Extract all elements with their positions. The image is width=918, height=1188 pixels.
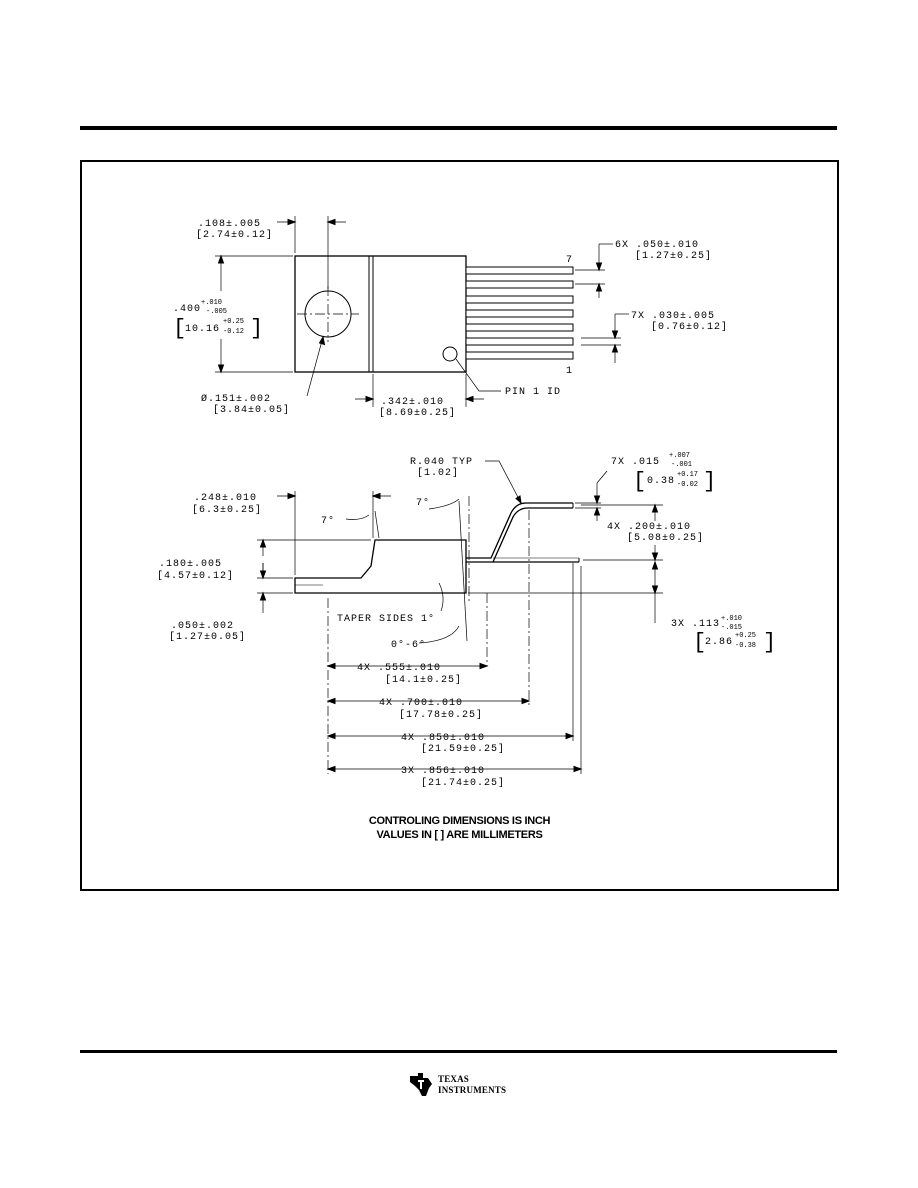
dim-400-mm-close-bracket: ] (250, 316, 264, 341)
dim-113-plus-label: +.010 (721, 615, 742, 623)
dim-thickness-mm-close-bracket: ] (703, 469, 717, 494)
taper-label: TAPER SIDES 1° (337, 613, 435, 625)
dim-108-label: .108±.005 (198, 219, 261, 230)
dim-555-mm-label: [14.1±0.25] (385, 674, 462, 686)
dim-400-mm-label: 10.16 (185, 324, 220, 335)
package-drawing: .108±.005 [2.74±0.12] .400 +.010 -.005 [… (157, 216, 777, 789)
drawing-frame: .108±.005 [2.74±0.12] .400 +.010 -.005 [… (80, 160, 839, 891)
note-millimeters: VALUES IN [ ] ARE MILLIMETERS (376, 829, 543, 841)
dim-thickness-mm-open-bracket: [ (633, 469, 647, 494)
dim-113-mm-close-bracket: ] (763, 630, 777, 655)
pin1-id-circle (442, 346, 458, 362)
dim-700-label: 4X .700±.010 (379, 698, 463, 709)
dim-856-mm-label: [21.74±0.25] (421, 777, 505, 789)
dim-lead-width-label: 7X .030±.005 (631, 311, 715, 322)
dim-850-label: 4X .850±.010 (401, 733, 485, 744)
dim-050-label: .050±.002 (171, 621, 234, 632)
dim-400-mm-minus-label: -0.12 (223, 328, 244, 336)
texas-instruments-logo: TEXAS INSTRUMENTS (408, 1070, 520, 1100)
logo-line-texas: TEXAS (438, 1074, 470, 1084)
leads (465, 266, 574, 360)
dim-113-mm-label: 2.86 (705, 637, 733, 648)
dim-200-mm-label: [5.08±0.25] (627, 532, 704, 544)
dim-pitch-label: 6X .050±.010 (615, 240, 699, 251)
dim-180-label: .180±.005 (159, 559, 222, 570)
dim-hole-label: Ø.151±.002 (201, 393, 271, 405)
dim-thickness-mm-minus-label: -0.02 (677, 481, 698, 489)
dim-248-mm-label: [6.3±0.25] (192, 504, 262, 516)
top-view (215, 216, 629, 407)
note-controlling-dimensions: CONTROLING DIMENSIONS IS INCH (368, 815, 551, 827)
dim-050-mm-label: [1.27±0.05] (169, 631, 246, 643)
dim-850-mm-label: [21.59±0.25] (421, 743, 505, 755)
logo-line-instruments: INSTRUMENTS (438, 1085, 507, 1095)
radius-label: R.040 TYP (410, 457, 473, 468)
pin1-id-label: PIN 1 ID (505, 387, 561, 398)
dim-700-mm-label: [17.78±0.25] (399, 709, 483, 721)
dim-342-mm-label: [8.69±0.25] (379, 407, 456, 419)
lead-profile (466, 502, 573, 559)
dim-400-plus-label: +.010 (201, 299, 222, 307)
dim-lead-width-mm-label: [0.76±0.12] (651, 321, 728, 333)
header-rule (80, 126, 837, 130)
angle-mid-label: 7° (416, 497, 430, 509)
dim-thickness-mm-label: 0.38 (647, 476, 675, 487)
dim-400-mm-open-bracket: [ (173, 316, 187, 341)
dim-113-mm-minus-label: -0.38 (735, 642, 756, 650)
dim-856-label: 3X .856±.010 (401, 766, 485, 777)
dim-180-mm-label: [4.57±0.12] (157, 570, 234, 582)
ti-logo-icon (410, 1073, 432, 1096)
dim-400-minus-label: -.005 (206, 308, 227, 316)
angle-range-label: 0°-6° (391, 639, 426, 651)
dim-108-mm-label: [2.74±0.12] (196, 229, 273, 241)
dim-113-mm-open-bracket: [ (693, 630, 707, 655)
dim-400-label: .400 (173, 304, 201, 315)
dim-113-mm-plus-label: +0.25 (735, 632, 756, 640)
ti-logo-text: TEXAS INSTRUMENTS (438, 1074, 506, 1096)
dim-thickness-plus-label: +.007 (669, 452, 690, 460)
dim-248-label: .248±.010 (194, 493, 257, 504)
dim-thickness-mm-plus-label: +0.17 (677, 471, 698, 479)
dim-200-label: 4X .200±.010 (607, 522, 691, 533)
footer-rule (80, 1050, 837, 1053)
pin-1-label: 1 (566, 366, 573, 377)
dim-342-label: .342±.010 (381, 397, 444, 408)
dim-hole-mm-label: [3.84±0.05] (213, 404, 290, 416)
radius-mm-label: [1.02] (417, 467, 459, 479)
dim-400-mm-plus-label: +0.25 (223, 318, 244, 326)
dim-113-label: 3X .113 (671, 619, 720, 630)
side-view (257, 460, 663, 774)
pin-7-label: 7 (566, 255, 573, 266)
package-side-outline (294, 539, 467, 594)
dim-thickness-minus-label: -.001 (671, 461, 692, 469)
dim-555-label: 4X .555±.010 (357, 663, 441, 674)
angle-left-label: 7° (321, 515, 335, 527)
dim-pitch-mm-label: [1.27±0.25] (635, 250, 712, 262)
dim-113-minus-label: -.015 (721, 624, 742, 632)
dim-thickness-label: 7X .015 (611, 457, 660, 468)
